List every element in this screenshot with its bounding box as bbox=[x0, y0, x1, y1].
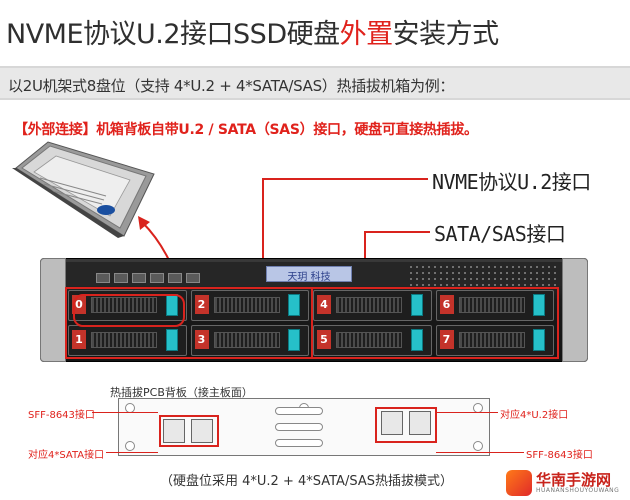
bay-latch[interactable] bbox=[410, 329, 423, 351]
section-banner: 以2U机架式8盘位（支持 4*U.2 + 4*SATA/SAS）热插拔机箱为例： bbox=[0, 66, 630, 100]
sata-interface-callout: SATA/SAS接口 bbox=[434, 222, 566, 246]
sata-connector bbox=[163, 419, 185, 443]
sata-connector bbox=[191, 419, 213, 443]
bay-grill bbox=[458, 332, 525, 348]
site-logo: 华南手游网 HUANANSHOUYOUWANG bbox=[506, 468, 626, 498]
sata-4x-label: 对应4*SATA接口 bbox=[28, 450, 105, 461]
title-main: NVME协议U.2接口SSD硬盘 bbox=[6, 19, 340, 50]
bay-latch[interactable] bbox=[410, 294, 423, 316]
bay-number: 7 bbox=[439, 330, 454, 349]
u2-connector bbox=[409, 411, 431, 435]
bay-latch[interactable] bbox=[165, 329, 178, 351]
bay-number: 4 bbox=[317, 295, 331, 314]
drive-bay[interactable]: 3 bbox=[190, 325, 309, 356]
vent-grille bbox=[408, 264, 558, 286]
u2-connector-highlight bbox=[375, 407, 437, 443]
backplane-slot bbox=[275, 439, 323, 447]
mount-hole bbox=[125, 441, 135, 451]
title-tail: 安装方式 bbox=[392, 19, 500, 50]
u2-callout-line-v bbox=[262, 178, 264, 288]
pointer-line bbox=[436, 452, 524, 453]
pointer-line bbox=[106, 452, 158, 453]
bay-grill bbox=[458, 297, 525, 313]
drive-bay[interactable]: 4 bbox=[313, 290, 432, 321]
logo-name: 华南手游网 bbox=[536, 471, 612, 489]
backplane-diagram bbox=[118, 398, 490, 456]
sata-callout-line-h bbox=[364, 231, 430, 233]
drive-bay[interactable]: 2 bbox=[190, 290, 309, 321]
drive-bay[interactable]: 5 bbox=[313, 325, 432, 356]
bay-number: 5 bbox=[317, 330, 331, 349]
backplane-slot bbox=[275, 407, 323, 415]
u2-4x-label: 对应4*U.2接口 bbox=[500, 410, 569, 421]
rack-ear-right bbox=[562, 258, 588, 362]
footer-note: （硬盘位采用 4*U.2 + 4*SATA/SAS热插拔模式） bbox=[160, 474, 453, 489]
pointer-line bbox=[436, 412, 498, 413]
sff8643-left-label: SFF-8643接口 bbox=[28, 410, 95, 421]
bay-number: 3 bbox=[194, 330, 209, 349]
bay-latch[interactable] bbox=[533, 329, 545, 351]
front-usb-ports bbox=[96, 268, 246, 283]
u2-callout-line-h bbox=[262, 178, 428, 180]
bay-grill bbox=[213, 297, 280, 313]
drive-bay[interactable]: 6 bbox=[435, 290, 554, 321]
bay-grill bbox=[336, 297, 402, 313]
title-highlight: 外置 bbox=[339, 19, 394, 50]
backplane-slot bbox=[275, 423, 323, 431]
logo-mark-icon bbox=[506, 470, 532, 496]
rack-ear-left bbox=[40, 258, 66, 362]
lcd-display: 天玥 科技 bbox=[266, 266, 352, 283]
bay-grill bbox=[213, 332, 280, 348]
bay-latch[interactable] bbox=[288, 329, 300, 351]
page-title: NVME协议U.2接口SSD硬盘外置安装方式 bbox=[0, 0, 630, 58]
drive-bay[interactable]: 7 bbox=[435, 325, 554, 356]
bay-number: 1 bbox=[72, 330, 86, 349]
backplane-title: 热插拔PCB背板（接主板面） bbox=[110, 386, 253, 399]
bay-grill bbox=[336, 332, 402, 348]
drive-bay[interactable]: 1 bbox=[68, 325, 187, 356]
bay-grill bbox=[91, 332, 157, 348]
sff8643-right-label: SFF-8643接口 bbox=[526, 450, 593, 461]
ssd-drive-image bbox=[12, 141, 155, 238]
pointer-line bbox=[92, 412, 158, 413]
bay-0-highlight bbox=[73, 294, 185, 327]
bay-number: 2 bbox=[194, 295, 209, 314]
bay-number: 6 bbox=[439, 295, 454, 314]
external-connection-note: 【外部连接】机箱背板自带U.2 / SATA（SAS）接口，硬盘可直接热插拔。 bbox=[14, 122, 478, 138]
u2-connector bbox=[381, 411, 403, 435]
logo-subtitle: HUANANSHOUYOUWANG bbox=[536, 487, 620, 494]
bay-latch[interactable] bbox=[533, 294, 545, 316]
mount-hole bbox=[473, 441, 483, 451]
sata-connector-highlight bbox=[159, 415, 219, 447]
bay-grill bbox=[91, 297, 157, 313]
u2-interface-callout: NVME协议U.2接口 bbox=[432, 170, 591, 194]
bay-group-divider bbox=[311, 287, 313, 359]
bay-latch[interactable] bbox=[288, 294, 300, 316]
